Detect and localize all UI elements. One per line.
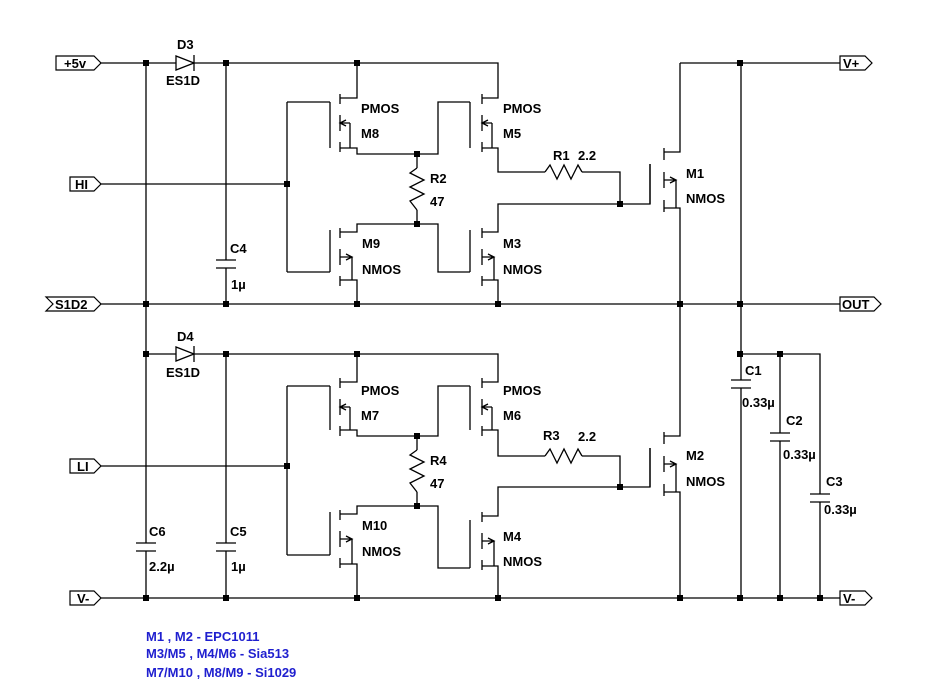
m2-ref: M2 [686, 448, 704, 463]
capacitor-c2[interactable]: C2 0.33µ [770, 413, 816, 462]
mosfet-m6[interactable]: PMOS M6 [469, 378, 542, 436]
mosfet-m9[interactable]: M9 NMOS [329, 228, 401, 286]
r4-value: 47 [430, 476, 444, 491]
mosfet-m4[interactable]: M4 NMOS [469, 512, 542, 570]
c6-ref: C6 [149, 524, 166, 539]
note-line-1: M1 , M2 - EPC1011 [146, 629, 259, 644]
port-vminus-out-label: V- [843, 591, 855, 606]
c3-ref: C3 [826, 474, 843, 489]
mosfet-m1[interactable]: M1 NMOS [649, 148, 725, 212]
m8-type: PMOS [361, 101, 400, 116]
m4-type: NMOS [503, 554, 542, 569]
c4-value: 1µ [231, 277, 246, 292]
r1-value: 2.2 [578, 148, 596, 163]
mosfet-m5[interactable]: PMOS M5 [469, 94, 542, 152]
r4-ref: R4 [430, 453, 447, 468]
port-li-label: LI [77, 459, 89, 474]
m7-ref: M7 [361, 408, 379, 423]
note-line-2: M3/M5 , M4/M6 - Sia513 [146, 646, 289, 661]
m10-type: NMOS [362, 544, 401, 559]
d3-value: ES1D [166, 73, 200, 88]
c1-value: 0.33µ [742, 395, 775, 410]
c2-ref: C2 [786, 413, 803, 428]
diode-d3[interactable]: D3 ES1D [166, 37, 200, 88]
c5-value: 1µ [231, 559, 246, 574]
port-vplus[interactable]: V+ [839, 55, 873, 71]
m3-type: NMOS [503, 262, 542, 277]
c6-value: 2.2µ [149, 559, 175, 574]
port-vminus-in[interactable]: V- [69, 590, 102, 606]
port-vminus-in-label: V- [77, 591, 89, 606]
m1-type: NMOS [686, 191, 725, 206]
port-out-label: OUT [842, 297, 870, 312]
m6-type: PMOS [503, 383, 542, 398]
r2-ref: R2 [430, 171, 447, 186]
mosfet-m10[interactable]: M10 NMOS [329, 510, 401, 568]
port-vplus-label: V+ [843, 56, 860, 71]
diode-d4[interactable]: D4 ES1D [166, 329, 200, 380]
c2-value: 0.33µ [783, 447, 816, 462]
capacitor-c1[interactable]: C1 0.33µ [731, 363, 775, 410]
port-out[interactable]: OUT [839, 296, 882, 312]
m3-ref: M3 [503, 236, 521, 251]
m9-type: NMOS [362, 262, 401, 277]
r2-value: 47 [430, 194, 444, 209]
m5-type: PMOS [503, 101, 542, 116]
r3-ref: R3 [543, 428, 560, 443]
capacitor-c3[interactable]: C3 0.33µ [810, 474, 857, 517]
part-notes: M1 , M2 - EPC1011 M3/M5 , M4/M6 - Sia513… [146, 629, 296, 680]
m1-ref: M1 [686, 166, 704, 181]
m4-ref: M4 [503, 529, 522, 544]
m8-ref: M8 [361, 126, 379, 141]
capacitor-c5[interactable]: C5 1µ [216, 524, 247, 574]
port-plus5v[interactable]: +5v [55, 55, 102, 71]
note-line-3: M7/M10 , M8/M9 - Si1029 [146, 665, 296, 680]
c3-value: 0.33µ [824, 502, 857, 517]
resistor-r2[interactable]: R2 47 [408, 167, 447, 211]
mosfet-m3[interactable]: M3 NMOS [469, 228, 542, 286]
port-li[interactable]: LI [69, 458, 102, 474]
port-s1d2[interactable]: S1D2 [44, 296, 102, 312]
m7-type: PMOS [361, 383, 400, 398]
mosfet-m2[interactable]: M2 NMOS [649, 432, 725, 496]
capacitor-c6[interactable]: C6 2.2µ [136, 524, 175, 574]
r3-value: 2.2 [578, 429, 596, 444]
m9-ref: M9 [362, 236, 380, 251]
mosfet-m8[interactable]: PMOS M8 [329, 94, 400, 152]
r1-ref: R1 [553, 148, 570, 163]
resistor-r1[interactable]: R1 2.2 [544, 148, 596, 181]
m6-ref: M6 [503, 408, 521, 423]
port-plus5v-label: +5v [64, 56, 87, 71]
m10-ref: M10 [362, 518, 387, 533]
capacitor-c4[interactable]: C4 1µ [216, 241, 247, 292]
d4-ref: D4 [177, 329, 194, 344]
c1-ref: C1 [745, 363, 762, 378]
d4-value: ES1D [166, 365, 200, 380]
c4-ref: C4 [230, 241, 247, 256]
junctions [143, 60, 823, 601]
port-s1d2-label: S1D2 [55, 297, 88, 312]
resistor-r3[interactable]: R3 2.2 [543, 428, 596, 465]
m5-ref: M5 [503, 126, 521, 141]
port-vminus-out[interactable]: V- [839, 590, 873, 606]
c5-ref: C5 [230, 524, 247, 539]
wires [100, 62, 840, 599]
m2-type: NMOS [686, 474, 725, 489]
resistor-r4[interactable]: R4 47 [408, 449, 447, 493]
d3-ref: D3 [177, 37, 194, 52]
port-hi-label: HI [75, 177, 88, 192]
mosfet-m7[interactable]: PMOS M7 [329, 378, 400, 436]
port-hi[interactable]: HI [69, 176, 102, 192]
